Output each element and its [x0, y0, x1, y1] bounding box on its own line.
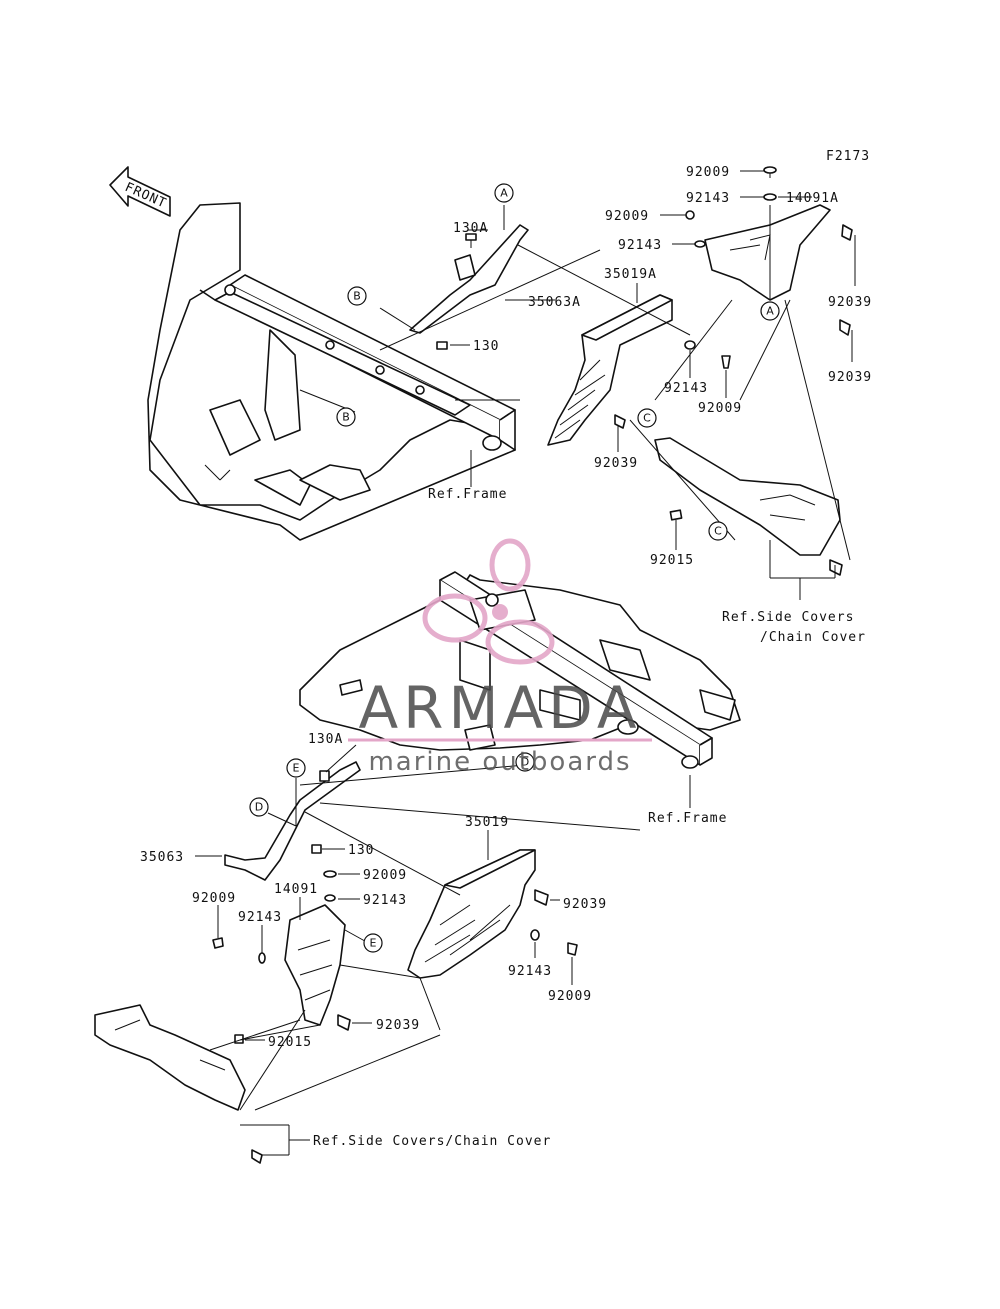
- clip-92039-icon: [614, 414, 626, 429]
- side-cover-right: [654, 437, 841, 556]
- clip-icon: [829, 559, 843, 576]
- bolt-130-icon: [311, 844, 322, 854]
- label-92143: 92143: [508, 964, 552, 979]
- svg-text:B: B: [353, 290, 361, 303]
- fastener-92009-icon: [212, 937, 224, 949]
- label-92039: 92039: [563, 897, 607, 912]
- fastener-92009-icon: [685, 210, 695, 220]
- label-92143: 92143: [686, 191, 730, 206]
- callout-B-top: B: [347, 286, 367, 306]
- svg-text:C: C: [643, 412, 651, 425]
- svg-text:D: D: [521, 756, 529, 769]
- label-92039: 92039: [828, 370, 872, 385]
- bolt-130-icon: [436, 341, 448, 350]
- washer-92143-icon: [694, 240, 706, 248]
- label-ref-frame: Ref.Frame: [428, 487, 507, 502]
- label-35019: 35019: [465, 815, 509, 830]
- label-14091: 14091: [274, 882, 318, 897]
- label-35063: 35063: [140, 850, 184, 865]
- label-35019A: 35019A: [604, 267, 657, 282]
- bracket-35063A: [409, 224, 529, 334]
- label-92015: 92015: [650, 553, 694, 568]
- bracket-35063: [224, 761, 361, 881]
- svg-text:D: D: [255, 801, 263, 814]
- svg-text:B: B: [342, 411, 350, 424]
- svg-text:C: C: [714, 525, 722, 538]
- label-ref-frame: Ref.Frame: [648, 811, 727, 826]
- callout-E-bracket: E: [286, 758, 306, 778]
- label-130: 130: [473, 339, 499, 354]
- frame-top: [147, 202, 516, 541]
- leader-lines-top: [299, 170, 856, 600]
- fastener-92009-icon: [763, 166, 777, 178]
- cover-14091A: [704, 204, 831, 301]
- bolt-130A-icon: [465, 233, 477, 248]
- watermark-logo-icon: [422, 538, 555, 665]
- watermark-tagline: marine outboards: [368, 747, 631, 777]
- nut-92015-icon: [669, 509, 683, 521]
- cover-14091: [284, 904, 346, 1026]
- label-130: 130: [348, 843, 374, 858]
- fastener-92009-icon: [567, 942, 578, 956]
- label-92015: 92015: [268, 1035, 312, 1050]
- watermark-name: ARMADA: [358, 674, 641, 742]
- front-arrow-icon: FRONT: [109, 166, 171, 217]
- label-92039: 92039: [828, 295, 872, 310]
- washer-92143-icon: [530, 929, 540, 941]
- washer-92143-icon: [324, 894, 336, 902]
- label-92009: 92009: [363, 868, 407, 883]
- label-130A: 130A: [453, 221, 488, 236]
- clip-92039-icon: [534, 889, 549, 906]
- label-92143: 92143: [363, 893, 407, 908]
- label-ref-side-covers: Ref.Side Covers: [722, 610, 854, 625]
- clip-icon: [251, 1149, 263, 1164]
- label-92143: 92143: [664, 381, 708, 396]
- label-92143: 92143: [618, 238, 662, 253]
- bolt-130A-icon: [319, 770, 330, 782]
- side-cover-left: [94, 1004, 246, 1111]
- callout-C-right: C: [708, 521, 728, 541]
- washer-92143-icon: [763, 193, 777, 201]
- callout-A-top: A: [494, 183, 514, 203]
- clip-92039-icon: [337, 1014, 351, 1031]
- label-92009: 92009: [192, 891, 236, 906]
- cover-35019: [407, 849, 536, 979]
- callout-C-top: C: [637, 408, 657, 428]
- label-92009: 92009: [686, 165, 730, 180]
- label-35063A: 35063A: [528, 295, 581, 310]
- label-ref-side-covers-chain-cover: Ref.Side Covers/Chain Cover: [313, 1134, 551, 1149]
- svg-text:A: A: [500, 187, 508, 200]
- svg-text:A: A: [766, 305, 774, 318]
- washer-92143-icon: [258, 952, 266, 964]
- fastener-92009-icon: [721, 355, 731, 369]
- svg-text:E: E: [370, 937, 377, 950]
- cover-35019A: [547, 294, 673, 446]
- callout-D-frame: D: [515, 752, 535, 772]
- callout-D-bracket: D: [249, 797, 269, 817]
- label-92039: 92039: [376, 1018, 420, 1033]
- label-chain-cover: /Chain Cover: [760, 630, 866, 645]
- callout-E-cover: E: [363, 933, 383, 953]
- label-92009: 92009: [548, 989, 592, 1004]
- diagram-code: F2173: [826, 149, 870, 164]
- label-92009: 92009: [698, 401, 742, 416]
- clip-92039-icon: [839, 319, 851, 336]
- clip-92039-icon: [841, 224, 853, 241]
- callout-A-right: A: [760, 301, 780, 321]
- label-92009: 92009: [605, 209, 649, 224]
- svg-text:E: E: [293, 762, 300, 775]
- label-92143: 92143: [238, 910, 282, 925]
- label-92039: 92039: [594, 456, 638, 471]
- callout-B-frame: B: [336, 407, 356, 427]
- label-14091A: 14091A: [786, 191, 839, 206]
- leader-lines-bottom: [195, 744, 691, 1156]
- washer-92143-icon: [684, 340, 696, 350]
- label-130A: 130A: [308, 732, 343, 747]
- fastener-92009-icon: [323, 870, 337, 878]
